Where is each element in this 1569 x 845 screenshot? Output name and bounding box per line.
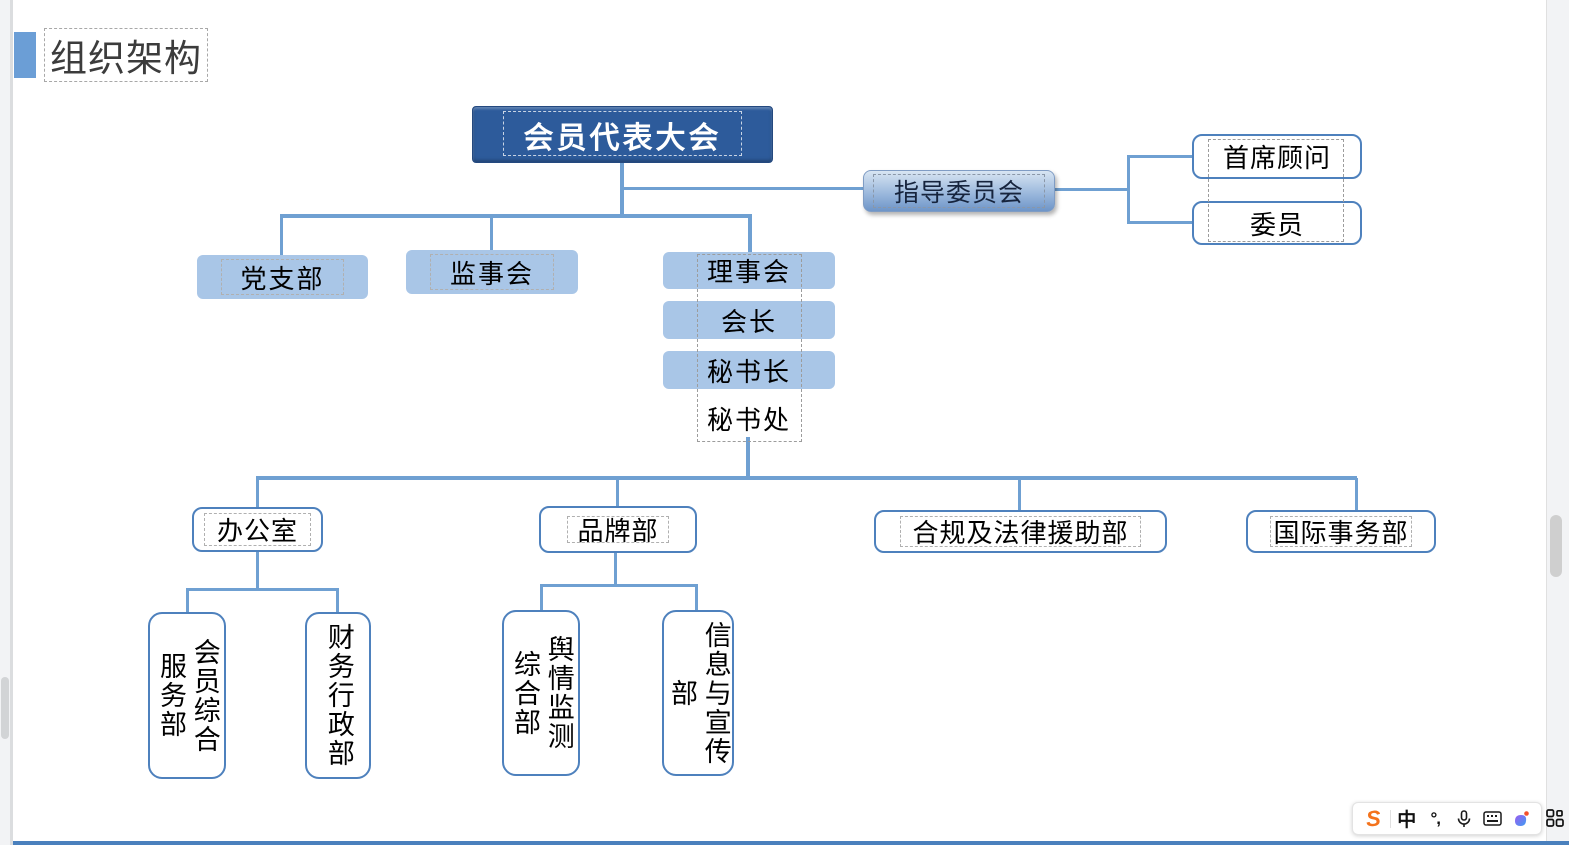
connector	[280, 216, 283, 255]
slide-title: 组织架构	[50, 38, 202, 79]
node-label: 信息与宣传 部	[667, 620, 731, 766]
connector	[748, 216, 752, 252]
node-label: 财务行政部	[323, 623, 354, 768]
connector	[256, 478, 259, 507]
connector	[540, 584, 698, 587]
node-brand-dept[interactable]: 品牌部	[539, 506, 697, 553]
node-secretariat[interactable]: 秘书处	[663, 400, 835, 437]
node-international-affairs-dept[interactable]: 国际事务部	[1246, 510, 1436, 553]
connector	[616, 478, 619, 506]
connector	[1127, 155, 1130, 224]
node-label: 指导委员会	[893, 179, 1024, 207]
node-chief-advisor[interactable]: 首席顾问	[1192, 134, 1362, 179]
node-secretary-general[interactable]: 秘书长	[663, 351, 835, 389]
node-supervisory-board[interactable]: 监事会	[406, 250, 578, 294]
node-label: 秘书处	[706, 405, 791, 435]
connector	[540, 586, 543, 610]
node-label: 舆情监测 综合部	[510, 635, 574, 751]
connector	[1127, 221, 1192, 224]
connector	[614, 553, 617, 586]
node-compliance-legal-aid-dept[interactable]: 合规及法律援助部	[874, 510, 1167, 553]
node-president[interactable]: 会长	[663, 301, 835, 339]
slide-title-box[interactable]: 组织架构	[44, 28, 208, 82]
sogou-logo[interactable]: S	[1365, 805, 1382, 831]
node-finance-admin-dept[interactable]: 财务行政部	[305, 612, 371, 779]
node-member-assembly[interactable]: 会员代表大会	[472, 106, 773, 163]
right-scrollbar-track[interactable]	[1547, 0, 1569, 845]
node-office[interactable]: 办公室	[192, 507, 323, 552]
connector	[490, 216, 493, 250]
keyboard-icon[interactable]	[1478, 806, 1507, 832]
connector	[695, 586, 698, 610]
pane-divider	[10, 0, 13, 845]
node-label: 会员综合 服务部	[156, 637, 220, 754]
thumbnail-pane-edge	[0, 0, 10, 845]
node-guidance-committee[interactable]: 指导委员会	[863, 170, 1055, 212]
title-accent-bar	[14, 32, 36, 78]
connector	[336, 590, 339, 612]
node-label: 会员代表大会	[523, 121, 722, 155]
right-scrollbar-thumb[interactable]	[1550, 515, 1562, 577]
connector	[256, 476, 1357, 480]
right-divider	[1546, 0, 1547, 845]
connector	[280, 214, 752, 218]
node-label: 首席顾问	[1222, 143, 1331, 173]
node-opinion-monitor-dept[interactable]: 舆情监测 综合部	[502, 610, 580, 776]
node-label: 秘书长	[706, 356, 791, 387]
grid-icon[interactable]	[1544, 807, 1566, 829]
connector	[256, 552, 259, 590]
ime-toolbar: S 中 °,	[1352, 802, 1542, 835]
node-label: 国际事务部	[1273, 518, 1409, 548]
node-party-branch[interactable]: 党支部	[197, 255, 368, 299]
node-info-publicity-dept[interactable]: 信息与宣传 部	[662, 610, 734, 776]
connector	[1127, 155, 1192, 158]
node-committee-member[interactable]: 委员	[1192, 201, 1362, 245]
node-label: 会长	[720, 306, 777, 337]
node-label: 委员	[1249, 209, 1304, 240]
connector	[1355, 478, 1358, 510]
connector	[746, 437, 750, 478]
node-label: 品牌部	[577, 516, 659, 546]
node-label: 理事会	[706, 257, 791, 287]
connector	[1018, 478, 1021, 510]
node-label: 合规及法律援助部	[912, 518, 1129, 548]
connector	[622, 187, 863, 190]
left-scrollbar-thumb[interactable]	[1, 677, 9, 739]
ime-divider	[1389, 809, 1391, 828]
connector	[186, 588, 339, 591]
node-member-service-dept[interactable]: 会员综合 服务部	[148, 612, 226, 779]
node-label: 办公室	[216, 516, 298, 546]
taskbar-edge	[13, 841, 1569, 845]
punctuation-icon[interactable]: °,	[1430, 808, 1441, 828]
chinese-mode-toggle[interactable]: 中	[1397, 810, 1417, 831]
assistant-icon[interactable]	[1507, 806, 1536, 832]
connector	[186, 590, 189, 612]
node-label: 监事会	[449, 258, 534, 289]
connector	[1055, 188, 1127, 191]
node-council[interactable]: 理事会	[663, 252, 835, 289]
microphone-icon[interactable]	[1450, 806, 1479, 832]
node-label: 党支部	[240, 263, 325, 294]
